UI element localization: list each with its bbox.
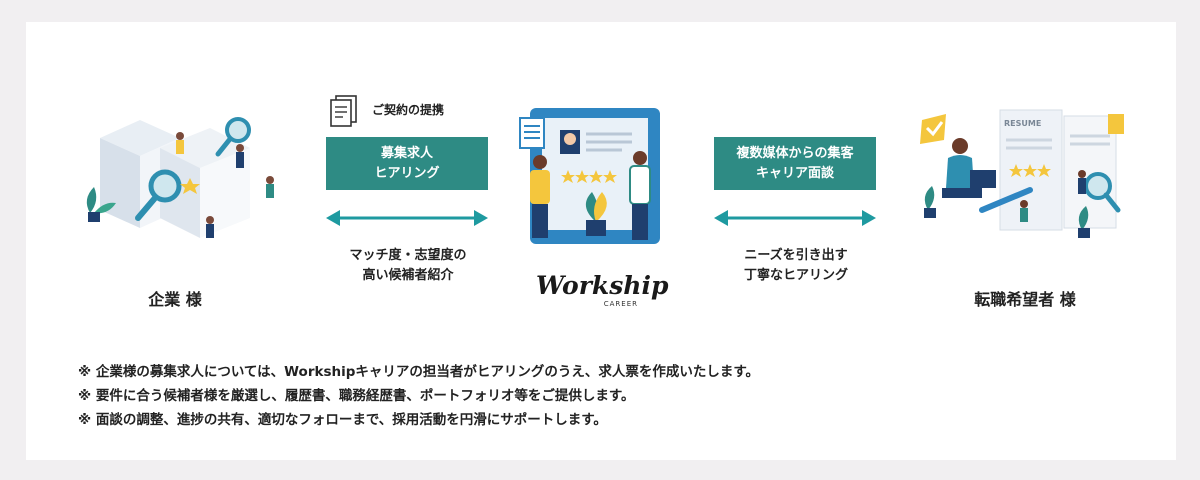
left-caption-line2: 高い候補者紹介 — [362, 268, 454, 283]
magnifier-icon — [135, 117, 251, 221]
right-process-box: 複数媒体からの集客 キャリア面談 — [714, 137, 876, 190]
people-icon — [1020, 170, 1086, 222]
people-icon — [176, 132, 274, 238]
star-icon — [180, 178, 200, 194]
document-stack — [100, 120, 250, 238]
right-box-line1: 複数媒体からの集客 — [736, 145, 854, 161]
person-woman-icon — [530, 155, 550, 238]
contract-icon — [330, 95, 357, 127]
rating-stars-icon — [561, 170, 617, 183]
left-box-line2: ヒアリング — [374, 165, 440, 181]
checkmark-icon — [920, 114, 946, 144]
left-double-arrow — [326, 210, 488, 226]
person-woman-laptop-icon — [942, 138, 996, 198]
jobseeker-illustration: RESUME — [920, 109, 1124, 238]
logo-subtitle: CAREER — [603, 300, 638, 308]
left-caption-line1: マッチ度・志望度の — [349, 248, 467, 263]
magnifier-icon — [1084, 172, 1121, 213]
left-caption: マッチ度・志望度の 高い候補者紹介 — [318, 246, 498, 286]
right-party-label: 転職希望者 様 — [974, 290, 1076, 309]
pencil-icon — [979, 187, 1033, 213]
plant-icon — [86, 187, 116, 222]
workship-logo: Workship CAREER — [536, 271, 669, 309]
company-illustration — [86, 117, 274, 238]
resume-sheets: RESUME — [999, 109, 1124, 231]
person-man-icon — [629, 151, 651, 240]
left-process-box: 募集求人 ヒアリング — [326, 137, 488, 190]
left-party-label: 企業 様 — [148, 290, 202, 309]
left-box-line1: 募集求人 — [380, 145, 433, 161]
right-caption-line2: 丁寧なヒアリング — [743, 268, 848, 283]
resume-text: RESUME — [1004, 119, 1041, 128]
center-illustration — [519, 108, 660, 244]
logo-wordmark: Workship — [536, 271, 669, 300]
note-2: ※ 要件に合う候補者様を厳選し、履歴書、職務経歴書、ポートフォリオ等をご提供しま… — [78, 388, 635, 404]
plant-icon — [585, 192, 607, 236]
note-3: ※ 面談の調整、進捗の共有、適切なフォローまで、採用活動を円滑にサポートします。 — [78, 412, 607, 428]
rating-stars-icon — [1009, 164, 1051, 177]
right-caption: ニーズを引き出す 丁寧なヒアリング — [706, 246, 886, 286]
right-box-line2: キャリア面談 — [755, 165, 834, 181]
plant-icon — [924, 186, 1090, 238]
contract-label: ご契約の提携 — [372, 103, 445, 117]
right-caption-line1: ニーズを引き出す — [744, 248, 848, 263]
note-1: ※ 企業様の募集求人については、Workshipキャリアの担当者がヒアリングのう… — [78, 364, 760, 380]
right-double-arrow — [714, 210, 876, 226]
